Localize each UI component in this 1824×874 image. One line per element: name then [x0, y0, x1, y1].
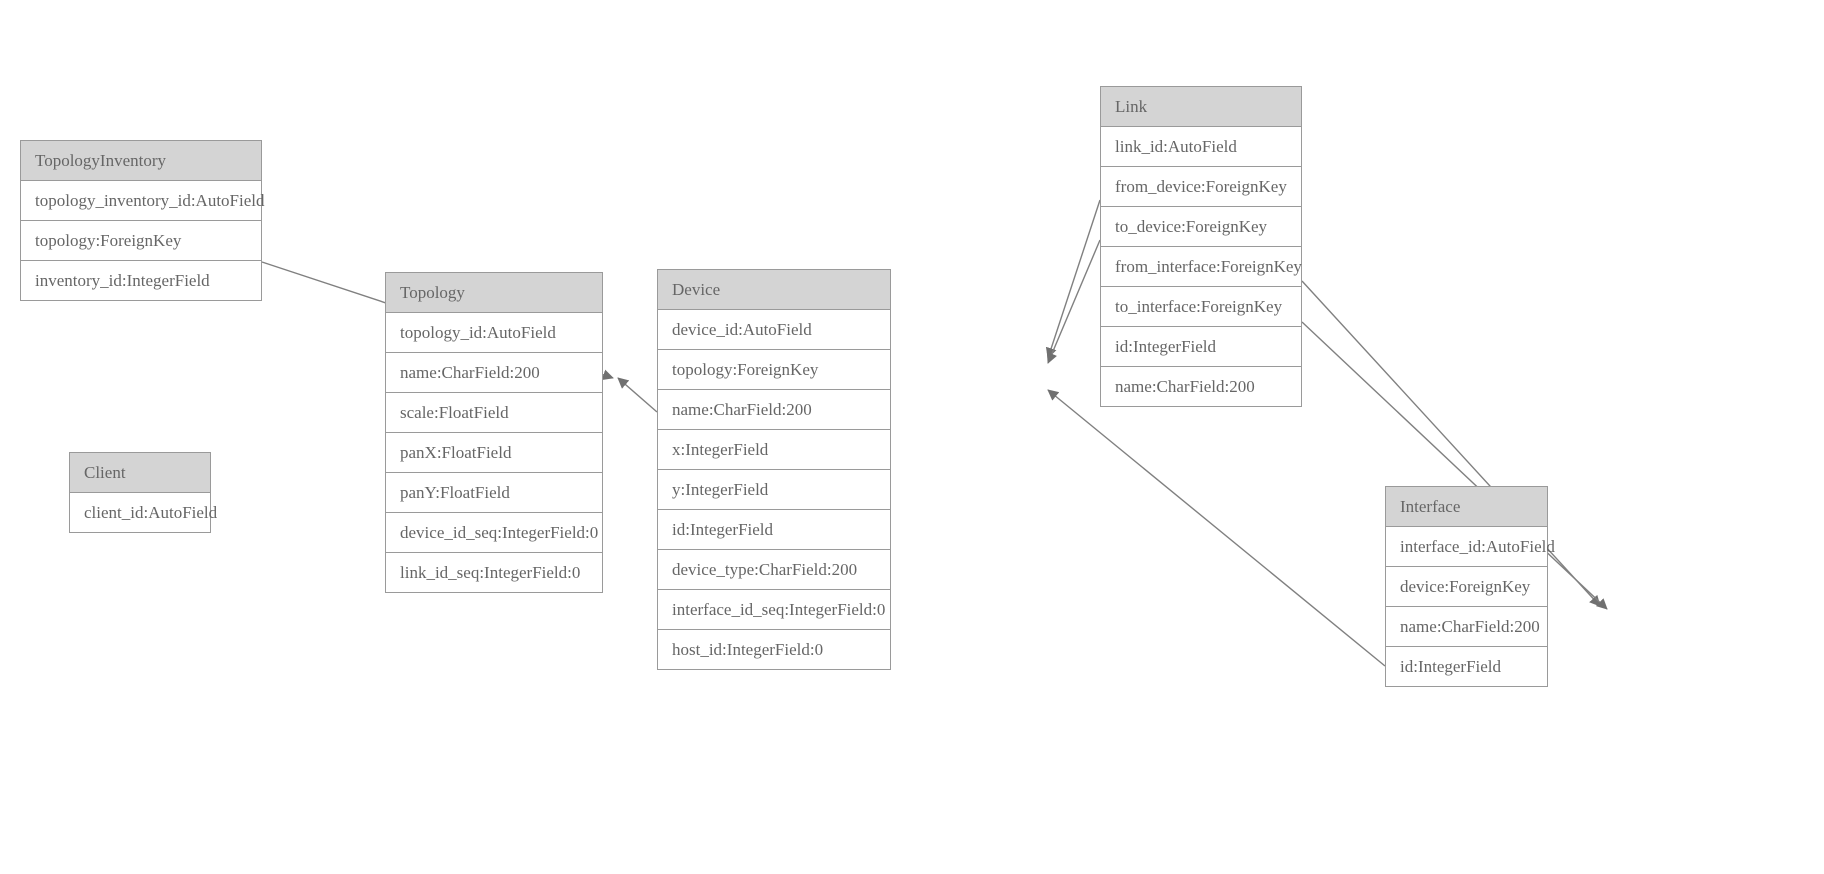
entity-field: from_interface:ForeignKey: [1101, 247, 1302, 287]
entity-field: link_id:AutoField: [1101, 127, 1301, 167]
entity-field: device_id:AutoField: [658, 310, 890, 350]
entity-field: host_id:IntegerField:0: [658, 630, 890, 669]
entity-field: name:CharField:200: [386, 353, 602, 393]
entity-title: Device: [658, 270, 890, 310]
edge-link-to-device: [1046, 239, 1101, 364]
entity-field: topology:ForeignKey: [21, 221, 261, 261]
edge-device-topology: [617, 377, 658, 413]
entity-field: link_id_seq:IntegerField:0: [386, 553, 602, 592]
entity-field: x:IntegerField: [658, 430, 890, 470]
entity-device[interactable]: Device device_id:AutoField topology:Fore…: [657, 269, 891, 670]
entity-title: TopologyInventory: [21, 141, 261, 181]
entity-title: Interface: [1386, 487, 1547, 527]
entity-field: interface_id:AutoField: [1386, 527, 1555, 567]
entity-field: to_device:ForeignKey: [1101, 207, 1301, 247]
entity-field: id:IntegerField: [658, 510, 890, 550]
entity-field: inventory_id:IntegerField: [21, 261, 261, 300]
entity-field: device:ForeignKey: [1386, 567, 1547, 607]
entity-field: id:IntegerField: [1101, 327, 1301, 367]
entity-field: topology_inventory_id:AutoField: [21, 181, 265, 221]
entity-client[interactable]: Client client_id:AutoField: [69, 452, 217, 533]
entity-field: scale:FloatField: [386, 393, 602, 433]
entity-field: panX:FloatField: [386, 433, 602, 473]
entity-field: topology:ForeignKey: [658, 350, 890, 390]
entity-field: name:CharField:200: [1101, 367, 1301, 406]
entity-link[interactable]: Link link_id:AutoField from_device:Forei…: [1100, 86, 1302, 407]
entity-field: to_interface:ForeignKey: [1101, 287, 1301, 327]
entity-field: topology_id:AutoField: [386, 313, 602, 353]
edge-interface-device: [1047, 389, 1386, 667]
entity-interface[interactable]: Interface interface_id:AutoField device:…: [1385, 486, 1555, 687]
entity-field: device_id_seq:IntegerField:0: [386, 513, 602, 553]
entity-title: Link: [1101, 87, 1301, 127]
entity-field: interface_id_seq:IntegerField:0: [658, 590, 890, 630]
entity-title: Topology: [386, 273, 602, 313]
entity-field: device_type:CharField:200: [658, 550, 890, 590]
edge-link-from-device: [1045, 199, 1101, 359]
entity-field: name:CharField:200: [658, 390, 890, 430]
entity-field: client_id:AutoField: [70, 493, 217, 532]
entity-topology[interactable]: Topology topology_id:AutoField name:Char…: [385, 272, 603, 593]
entity-topologyinventory[interactable]: TopologyInventory topology_inventory_id:…: [20, 140, 265, 301]
entity-field: name:CharField:200: [1386, 607, 1547, 647]
entity-field: y:IntegerField: [658, 470, 890, 510]
entity-field: from_device:ForeignKey: [1101, 167, 1301, 207]
entity-title: Client: [70, 453, 210, 493]
entity-field: panY:FloatField: [386, 473, 602, 513]
entity-field: id:IntegerField: [1386, 647, 1547, 686]
